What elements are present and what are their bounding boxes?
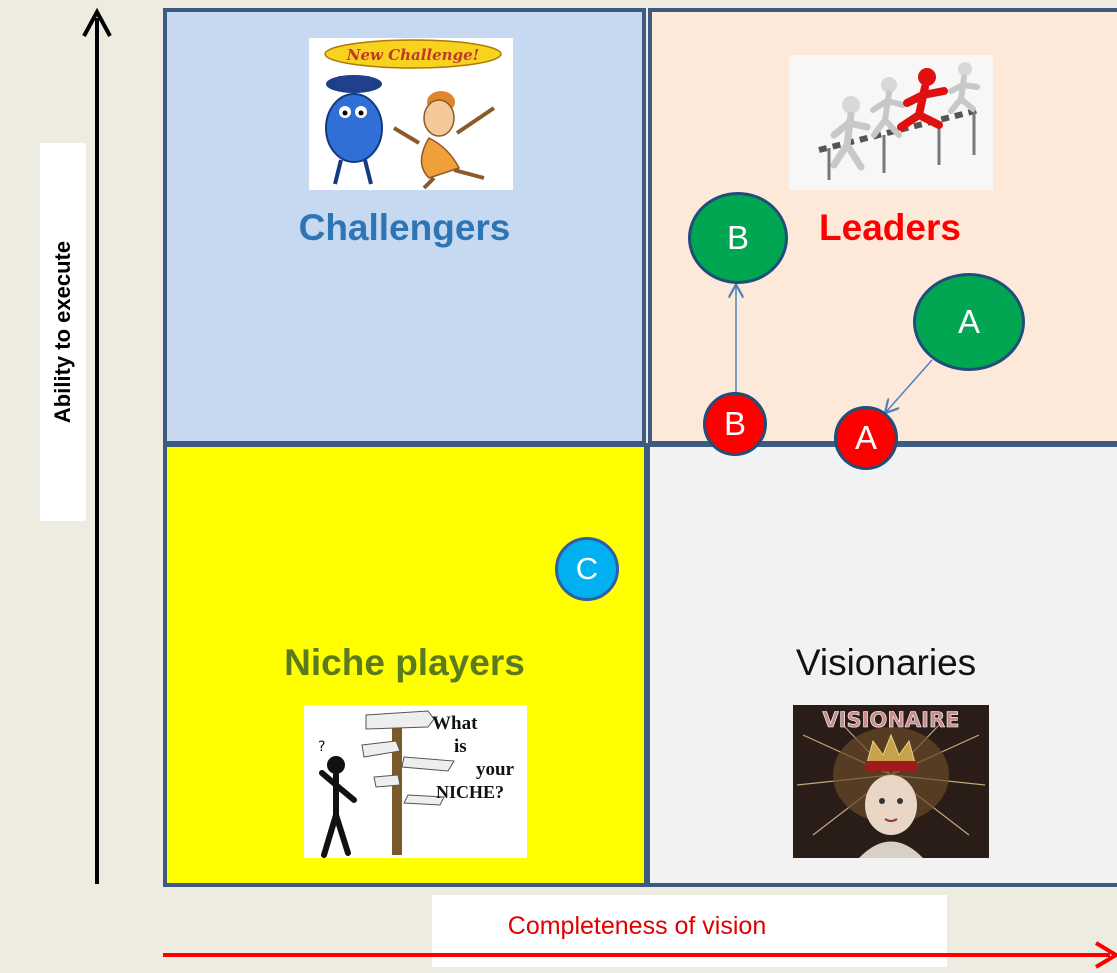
new-challenge-cartoon-image: New Challenge! bbox=[309, 38, 513, 190]
leaders-label: Leaders bbox=[819, 207, 961, 248]
x-axis-arrowhead bbox=[1094, 941, 1117, 969]
niche-text-line-1: What bbox=[432, 713, 478, 734]
niche-signpost-image: ? What is your NICHE? bbox=[304, 705, 527, 858]
challenge-speech-text: New Challenge! bbox=[346, 46, 479, 64]
marker-a-target: A bbox=[834, 406, 898, 470]
challengers-label: Challengers bbox=[298, 207, 511, 248]
visionaire-magazine-image: VISIONAIRE bbox=[793, 705, 989, 858]
y-axis-arrowhead bbox=[82, 7, 112, 37]
marker-b-origin: B bbox=[703, 392, 767, 456]
niche-text-line-2: is bbox=[454, 736, 467, 757]
svg-text:?: ? bbox=[318, 739, 325, 755]
marker-a-origin: A bbox=[913, 273, 1025, 371]
marker-b-target: B bbox=[688, 192, 788, 284]
y-axis-label-box bbox=[40, 143, 86, 521]
niche-text-line-3: your bbox=[476, 759, 515, 780]
niche-players-label: Niche players bbox=[284, 642, 525, 683]
visionaire-title: VISIONAIRE bbox=[822, 708, 959, 732]
visionaries-label: Visionaries bbox=[795, 642, 977, 683]
a-movement-arrow bbox=[886, 359, 933, 412]
hurdle-race-image bbox=[789, 55, 993, 190]
x-axis-label: Completeness of vision bbox=[507, 912, 767, 940]
niche-text-line-4: NICHE? bbox=[436, 782, 504, 802]
marker-c: C bbox=[555, 537, 619, 601]
